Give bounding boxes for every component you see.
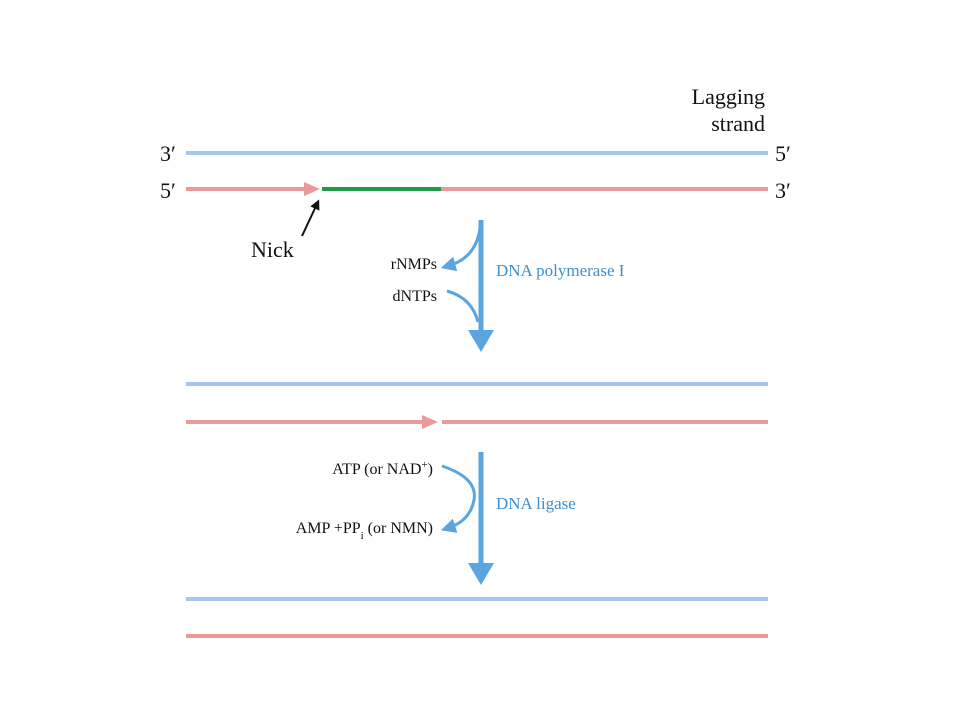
curved-arrow-icon	[440, 227, 482, 272]
rnmps-label: rNMPs	[391, 256, 437, 273]
nick-pointer-arrow	[301, 199, 320, 237]
title-line2: strand	[711, 111, 765, 136]
end-label-top-right: 5′	[775, 141, 791, 166]
atp-label: ATP (or NAD+)	[332, 459, 433, 478]
nick-label: Nick	[251, 237, 294, 262]
curved-arrow-in	[446, 289, 480, 323]
arrow-head-icon	[304, 182, 320, 196]
enzyme-label-polymerase: DNA polymerase I	[496, 261, 625, 280]
amp-label: AMP +PPi (or NMN)	[296, 520, 433, 542]
curved-arrow-ligase	[440, 464, 476, 533]
dntps-label: dNTPs	[393, 288, 437, 305]
down-arrow-head-2	[468, 563, 494, 585]
enzyme-label-ligase: DNA ligase	[496, 494, 576, 513]
title-line1: Lagging	[692, 84, 765, 109]
arrow-head-icon-2	[422, 415, 438, 429]
end-label-top-left: 3′	[160, 141, 176, 166]
end-label-bottom-left: 5′	[160, 178, 176, 203]
down-arrow-head	[468, 330, 494, 352]
end-label-bottom-right: 3′	[775, 178, 791, 203]
